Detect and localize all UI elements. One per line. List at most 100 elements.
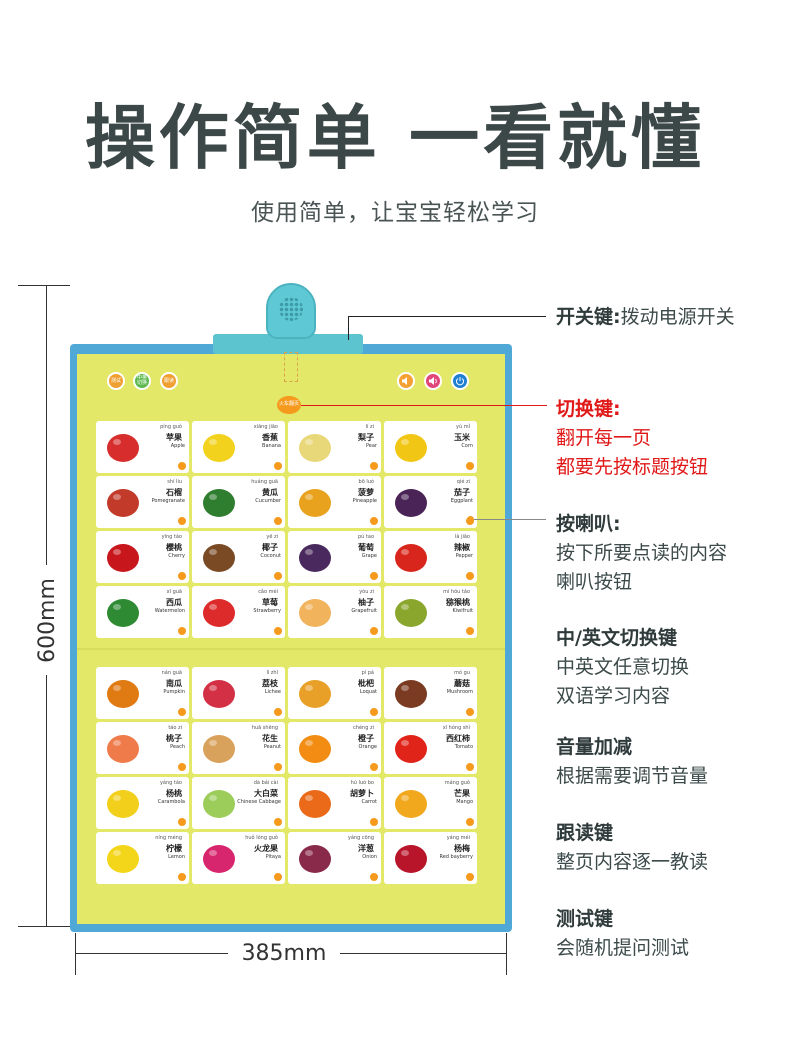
speaker-button-icon[interactable]: [466, 708, 474, 716]
speaker-button-icon[interactable]: [466, 572, 474, 580]
volume-up-icon[interactable]: [424, 372, 442, 390]
power-callout-drop: [348, 316, 349, 340]
speaker-button-icon[interactable]: [370, 763, 378, 771]
speaker-button-icon[interactable]: [370, 462, 378, 470]
speaker-button-icon[interactable]: [274, 763, 282, 771]
watermelon-icon: [102, 592, 144, 632]
card-english-label: Mushroom: [446, 689, 473, 695]
test-button[interactable]: 测试: [107, 372, 125, 390]
card-english-label: Pineapple: [352, 498, 377, 504]
card-chinese-label: 胡萝卜: [350, 789, 374, 798]
speaker-button-icon[interactable]: [370, 627, 378, 635]
card-pinyin: píng guǒ: [160, 424, 182, 430]
speaker-button-icon[interactable]: [274, 627, 282, 635]
speaker-button-icon[interactable]: [466, 763, 474, 771]
card-english-label: Pepper: [455, 553, 473, 559]
speaker-button-icon[interactable]: [274, 708, 282, 716]
speaker-button-icon[interactable]: [178, 517, 186, 525]
card-pinyin: shí liu: [167, 479, 182, 485]
speaker-button-icon[interactable]: [178, 627, 186, 635]
speaker-button-icon[interactable]: [178, 818, 186, 826]
speaker-button-icon[interactable]: [274, 873, 282, 881]
card-english-label: Coconut: [260, 553, 281, 559]
speaker-button-icon[interactable]: [466, 627, 474, 635]
card-pinyin: pí pá: [361, 670, 374, 676]
speaker-button-icon[interactable]: [370, 708, 378, 716]
power-slider-switch[interactable]: [284, 352, 298, 382]
card-chinese-label: 花生: [262, 734, 278, 743]
card-chinese-label: 梨子: [358, 433, 374, 442]
speaker-button-icon[interactable]: [274, 818, 282, 826]
card-english-label: Chinese Cabbage: [237, 799, 281, 805]
speaker-button-icon[interactable]: [370, 517, 378, 525]
speaker-button-icon[interactable]: [370, 873, 378, 881]
speaker-button-icon[interactable]: [466, 818, 474, 826]
card-english-label: Pear: [365, 443, 377, 449]
strawberry-icon: [198, 592, 240, 632]
card-chinese-label: 火龙果: [254, 844, 278, 853]
power-icon[interactable]: [451, 372, 469, 390]
volume-down-icon[interactable]: [397, 372, 415, 390]
card-pinyin: yù mǐ: [456, 424, 470, 430]
card-english-label: Pitaya: [265, 854, 281, 860]
speaker-button-icon[interactable]: [178, 708, 186, 716]
card-chinese-label: 石榴: [166, 488, 182, 497]
pear-icon: [294, 427, 336, 467]
speaker-button-icon[interactable]: [370, 572, 378, 580]
speaker-button-icon[interactable]: [274, 462, 282, 470]
follow-read-button[interactable]: 跟读: [160, 372, 178, 390]
pineapple-icon: [294, 482, 336, 522]
speaker-button-icon[interactable]: [370, 818, 378, 826]
card-chinese-label: 猕猴桃: [446, 598, 470, 607]
speaker-button-icon[interactable]: [274, 517, 282, 525]
speaker-button-icon[interactable]: [178, 873, 186, 881]
poster-fold-line: [77, 648, 505, 650]
speaker-button-icon[interactable]: [178, 763, 186, 771]
peanut-icon: [198, 728, 240, 768]
card-chinese-label: 橙子: [358, 734, 374, 743]
speaker-button-icon[interactable]: [178, 572, 186, 580]
speaker-button-icon[interactable]: [274, 572, 282, 580]
speaker-button-icon[interactable]: [466, 462, 474, 470]
carambola-icon: [102, 783, 144, 823]
page-switch-button[interactable]: 火车翻页: [277, 396, 301, 414]
speaker-button-icon[interactable]: [178, 462, 186, 470]
card-english-label: Pomegranate: [151, 498, 185, 504]
language-switch-button[interactable]: 中英切换: [133, 372, 151, 390]
card-pinyin: táo zi: [168, 725, 182, 731]
card-english-label: Cucumber: [255, 498, 281, 504]
speaker-button-icon[interactable]: [466, 873, 474, 881]
